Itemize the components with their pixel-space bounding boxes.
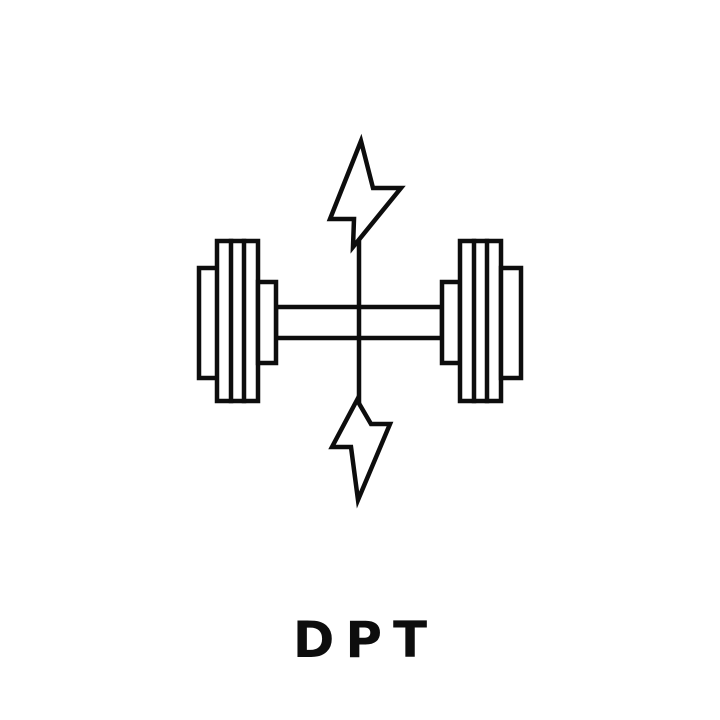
right-outer-plate (498, 265, 524, 381)
dumbbell-lightning-icon (196, 133, 524, 509)
top-lightning-bolt-icon (326, 133, 406, 254)
bottom-lightning-bolt-icon (328, 395, 394, 509)
brand-name: DPT (292, 611, 439, 669)
right-main-plate (457, 238, 504, 404)
left-inner-collar (255, 279, 279, 366)
right-inner-collar (439, 279, 463, 366)
left-main-plate (214, 238, 261, 404)
